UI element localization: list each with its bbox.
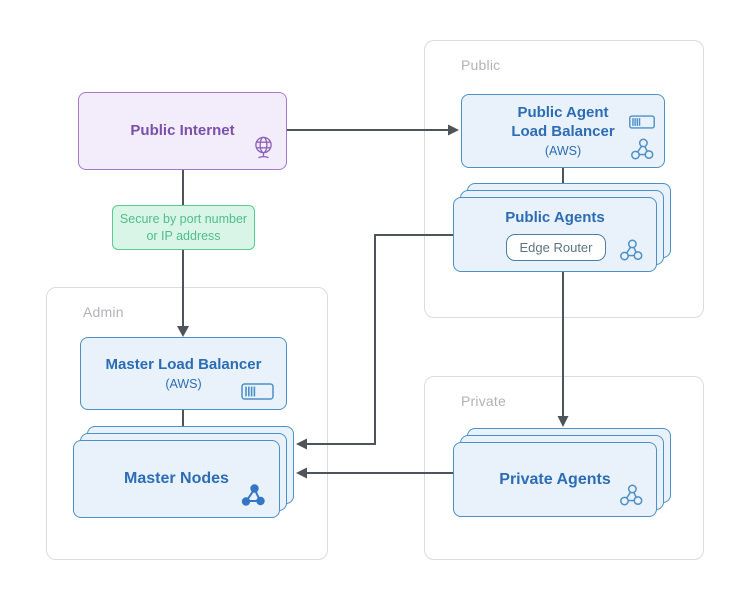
- edge-router-chip: Edge Router: [506, 234, 606, 261]
- cluster-icon: [631, 138, 654, 160]
- master-lb-title: Master Load Balancer: [105, 356, 262, 374]
- private-agents-title: Private Agents: [499, 470, 611, 488]
- group-admin-label: Admin: [83, 304, 124, 320]
- public-agents-title: Public Agents: [505, 209, 605, 226]
- node-private-agents: Private Agents: [453, 442, 657, 517]
- group-admin: Admin: [46, 287, 328, 560]
- public-internet-label: Public Internet: [130, 121, 235, 139]
- load-balancer-icon: [629, 115, 655, 129]
- node-public-agents-stack: Public Agents Edge Router: [453, 183, 671, 272]
- node-public-agents: Public Agents Edge Router: [453, 197, 657, 272]
- cluster-icon: [620, 239, 643, 261]
- globe-icon: [255, 136, 272, 159]
- node-master-nodes: Master Nodes: [73, 440, 280, 518]
- edge-router-label: Edge Router: [519, 240, 593, 255]
- load-balancer-icon: [241, 383, 274, 400]
- cluster-icon-filled: [241, 484, 265, 506]
- node-public-internet: Public Internet: [78, 92, 287, 170]
- secure-note: Secure by port number or IP address: [112, 205, 255, 250]
- master-nodes-title: Master Nodes: [124, 470, 229, 487]
- master-lb-subtitle: (AWS): [165, 376, 202, 391]
- node-private-agents-stack: Private Agents: [453, 428, 671, 517]
- public-agent-lb-title-line2: Load Balancer: [511, 123, 615, 140]
- node-master-nodes-stack: Master Nodes: [73, 426, 294, 518]
- secure-note-line1: Secure by port number: [119, 211, 248, 226]
- group-public-label: Public: [461, 57, 501, 73]
- public-agent-lb-subtitle: (AWS): [544, 143, 582, 158]
- group-private: Private: [424, 376, 704, 560]
- cluster-icon: [620, 484, 643, 506]
- node-master-load-balancer: Master Load Balancer (AWS): [80, 337, 287, 410]
- group-private-label: Private: [461, 393, 506, 409]
- node-public-agent-load-balancer: Public Agent Load Balancer (AWS): [461, 94, 665, 168]
- public-agent-lb-title-line1: Public Agent: [517, 104, 609, 122]
- secure-note-line2: or IP address: [146, 228, 221, 243]
- group-public: Public: [424, 40, 704, 318]
